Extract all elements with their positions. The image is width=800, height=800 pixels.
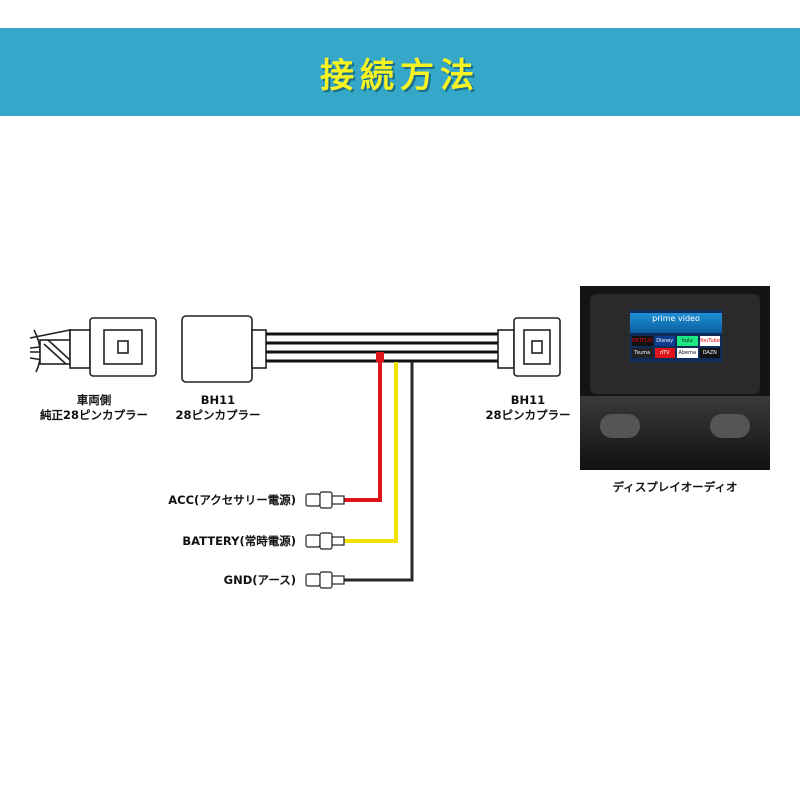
bh11-left-label-line1: BH11 (200, 393, 236, 407)
gnd-label: GND(アース) (223, 573, 296, 587)
acc-terminal (305, 491, 345, 509)
bh11-right-label-line1: BH11 (510, 393, 546, 407)
display-audio-photo: prime video NETFLIX Disney hulu YouTube … (580, 286, 770, 470)
bh11-left-label-line2: 28ピンカプラー (175, 408, 261, 422)
battery-terminal (305, 532, 345, 550)
bh11-right-label-line2: 28ピンカプラー (485, 408, 571, 422)
gnd-terminal (305, 571, 345, 589)
app-tile: hulu (677, 336, 698, 346)
bh11-right-label: BH11 28ピンカプラー (485, 393, 570, 423)
bh11-left-label: BH11 28ピンカプラー (175, 393, 260, 423)
app-tile: dTV (654, 348, 675, 358)
vehicle-side-label: 車両側 純正28ピンカプラー (40, 393, 148, 423)
header-banner: 接続方法 (0, 28, 800, 116)
gnd-wire (344, 362, 414, 582)
vehicle-side-coupler (29, 317, 157, 377)
page-title: 接続方法 (320, 55, 480, 96)
battery-wire (344, 362, 398, 543)
app-tile: DAZN (699, 348, 720, 358)
app-tile: Abema (677, 348, 698, 358)
app-tile: YouTube (699, 336, 720, 346)
bh11-coupler-left (181, 315, 267, 383)
display-audio-label: ディスプレイオーディオ (612, 480, 738, 494)
display-screen: prime video NETFLIX Disney hulu YouTube … (628, 308, 724, 364)
app-tile: Tsuma (632, 348, 653, 358)
vehicle-side-label-line1: 車両側 (76, 393, 112, 407)
vehicle-side-label-line2: 純正28ピンカプラー (39, 408, 149, 422)
battery-label: BATTERY(常時電源) (182, 534, 296, 548)
app-grid: NETFLIX Disney hulu YouTube Tsuma dTV Ab… (632, 336, 720, 358)
app-tile: NETFLIX (632, 336, 653, 346)
app-tile: Disney (654, 336, 675, 346)
bh11-coupler-right (497, 317, 561, 377)
prime-video-banner: prime video (630, 313, 722, 333)
acc-wire (344, 352, 384, 502)
acc-label: ACC(アクセサリー電源) (168, 493, 296, 507)
